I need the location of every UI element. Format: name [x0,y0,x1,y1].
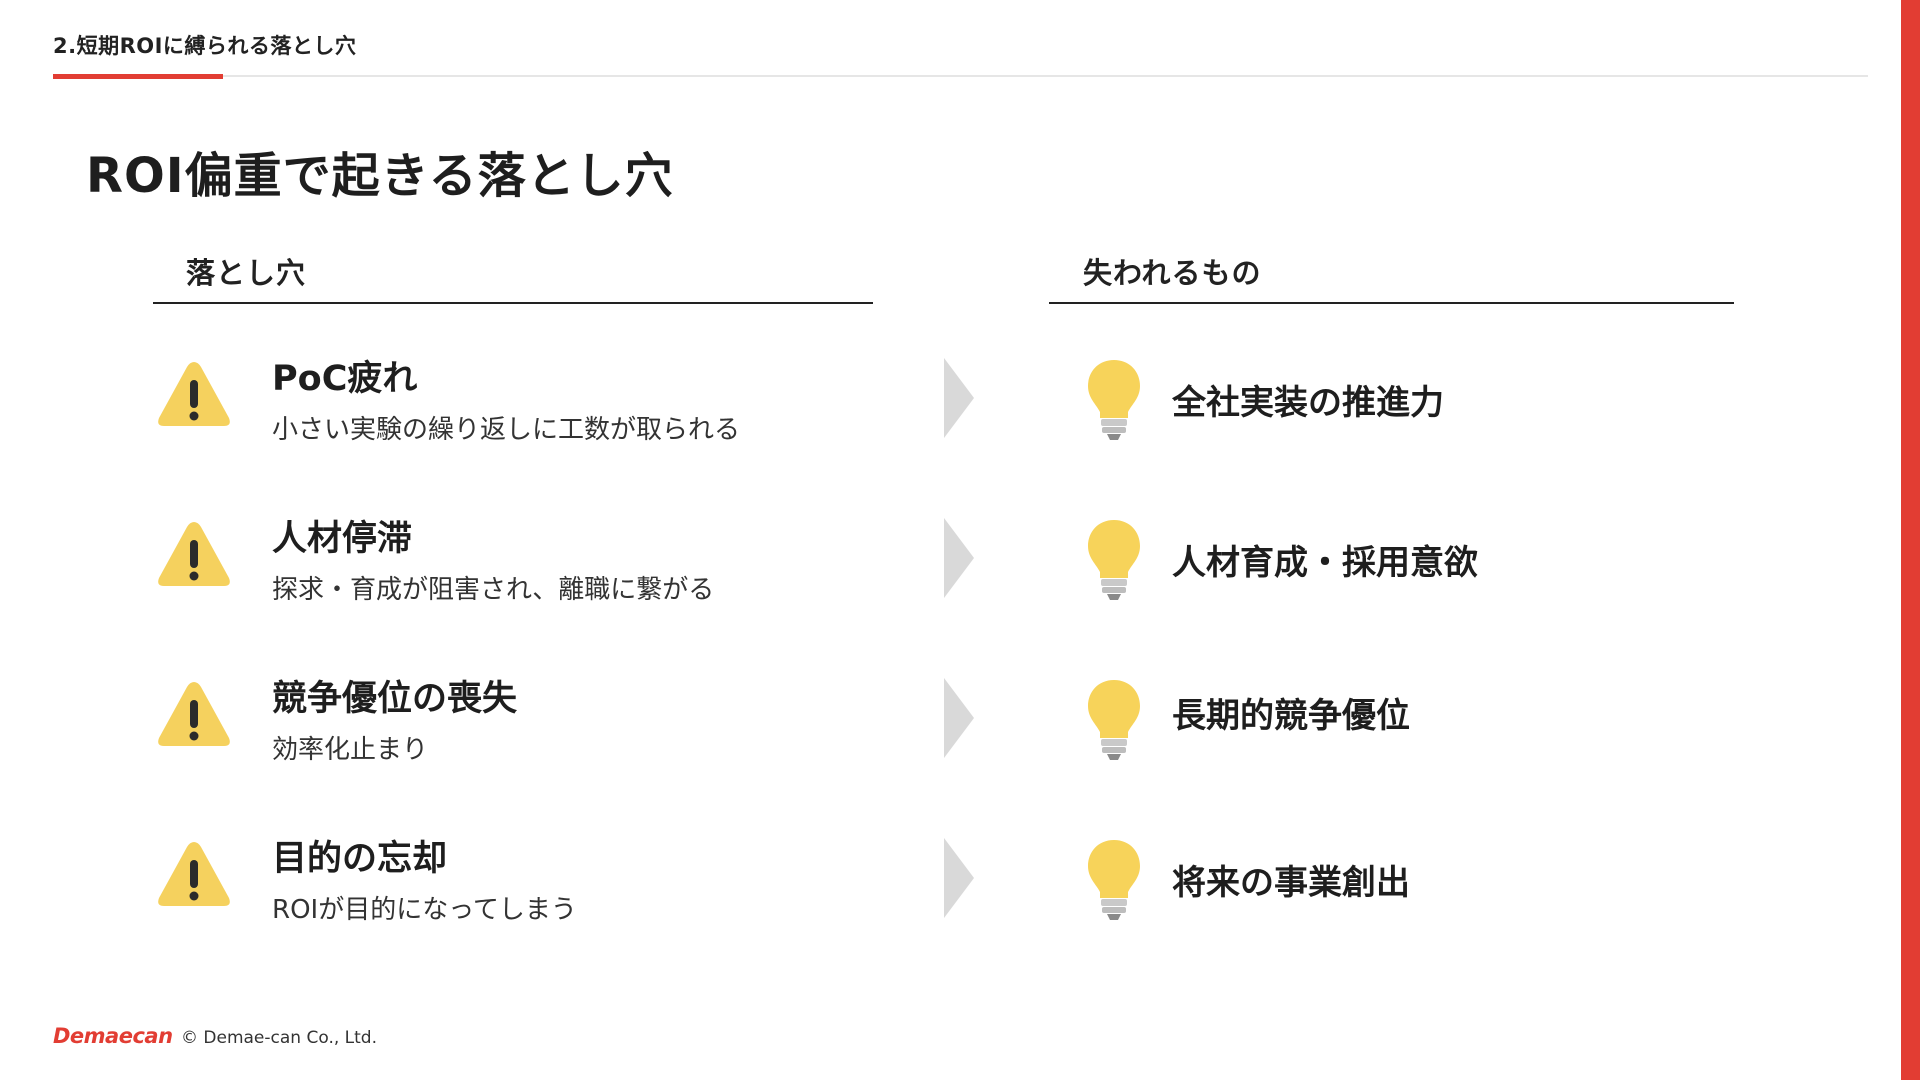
pitfall-row: 競争優位の喪失 効率化止まり 長期的競争優位 [0,660,1920,780]
right-accent-bar [1901,0,1920,1080]
chevron-right-icon [944,838,974,918]
brand-logo: Demaecan [53,1024,173,1048]
pitfall-title: PoC疲れ [272,359,418,399]
pitfall-description: 効率化止まり [272,735,429,765]
lightbulb-icon [1088,840,1140,920]
pitfall-description: 小さい実験の繰り返しに工数が取られる [272,415,741,445]
loss-column-heading: 失われるもの [1083,256,1262,290]
pitfall-title: 目的の忘却 [272,839,448,879]
chevron-right-icon [944,518,974,598]
pitfall-description: ROIが目的になってしまう [272,895,577,925]
header-divider [53,75,1868,77]
loss-label: 将来の事業創出 [1172,863,1410,903]
lightbulb-icon [1088,520,1140,600]
loss-column-rule [1049,302,1734,304]
warning-icon [158,522,230,586]
header-accent-bar [53,74,223,79]
page-title: ROI偏重で起きる落とし穴 [86,148,674,204]
pitfall-title: 人材停滞 [272,519,413,559]
lightbulb-icon [1088,680,1140,760]
section-label: 2.短期ROIに縛られる落とし穴 [53,34,357,58]
chevron-right-icon [944,358,974,438]
pitfall-row: PoC疲れ 小さい実験の繰り返しに工数が取られる 全社実装の推進力 [0,340,1920,460]
warning-icon [158,842,230,906]
warning-icon [158,682,230,746]
pitfall-column-heading: 落とし穴 [186,256,307,290]
pitfall-description: 探求・育成が阻害され、離職に繋がる [272,575,715,605]
warning-icon [158,362,230,426]
pitfall-column-rule [153,302,873,304]
copyright-text: © Demae-can Co., Ltd. [181,1028,377,1048]
pitfall-row: 人材停滞 探求・育成が阻害され、離職に繋がる 人材育成・採用意欲 [0,500,1920,620]
chevron-right-icon [944,678,974,758]
pitfall-row: 目的の忘却 ROIが目的になってしまう 将来の事業創出 [0,820,1920,940]
loss-label: 人材育成・採用意欲 [1172,543,1478,583]
pitfall-title: 競争優位の喪失 [272,679,518,719]
lightbulb-icon [1088,360,1140,440]
loss-label: 長期的競争優位 [1172,696,1410,736]
loss-label: 全社実装の推進力 [1172,383,1444,423]
